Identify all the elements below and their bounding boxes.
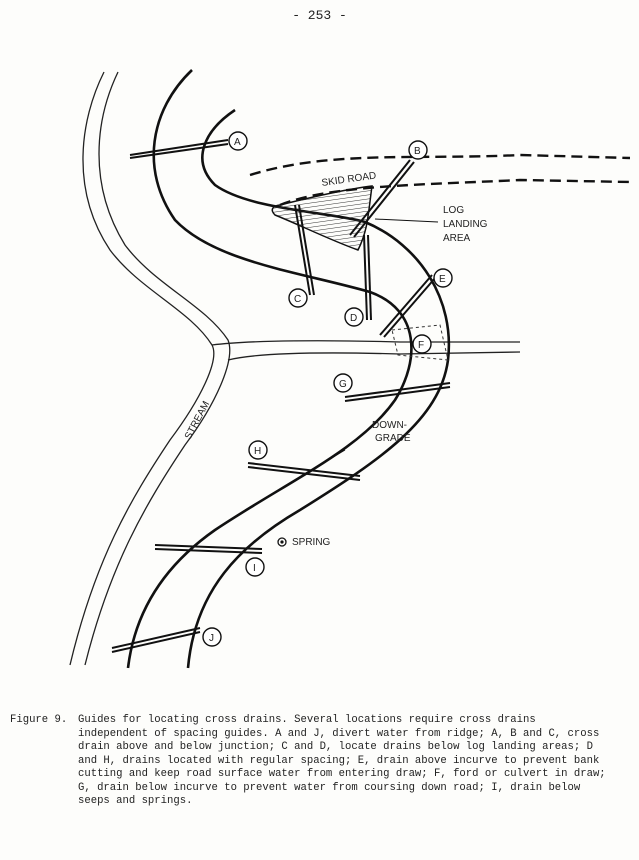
- skid-road: [249, 153, 631, 207]
- log-landing-area: [271, 185, 373, 251]
- figure-number: Figure 9.: [10, 714, 68, 726]
- marker-a: A: [234, 137, 241, 148]
- marker-b: B: [414, 146, 421, 157]
- marker-c: C: [294, 294, 301, 305]
- cross-drains: [111, 139, 451, 653]
- spring-icon: [277, 537, 287, 547]
- ford-area: [391, 324, 449, 361]
- marker-h: H: [254, 446, 261, 457]
- page-number: - 253 -: [292, 8, 347, 23]
- road: [126, 69, 451, 669]
- marker-e: E: [439, 274, 446, 285]
- log-landing-label: AREA: [443, 233, 471, 244]
- figure-caption: Figure 9. Guides for locating cross drai…: [10, 714, 610, 809]
- marker-f: F: [418, 340, 424, 351]
- log-landing-label: LANDING: [443, 219, 488, 230]
- marker-i: I: [253, 563, 256, 574]
- downgrade-arrow: [244, 449, 346, 511]
- arrow: [374, 218, 439, 223]
- marker-g: G: [339, 379, 347, 390]
- cross-drain-diagram: SKID ROAD LOG LANDING AREA STREAM DOWN- …: [69, 69, 631, 669]
- marker-j: J: [209, 633, 214, 644]
- spring-label: SPRING: [292, 537, 331, 548]
- stream-label: STREAM: [183, 399, 212, 441]
- stream: [69, 71, 521, 666]
- spring-icon: [280, 540, 284, 544]
- marker-d: D: [350, 313, 357, 324]
- point-markers: A B C D E F G H I J: [202, 131, 453, 647]
- downgrade-label: GRADE: [375, 433, 411, 444]
- log-landing-label: LOG: [443, 205, 464, 216]
- downgrade-label: DOWN-: [372, 420, 407, 431]
- caption-text: Guides for locating cross drains. Severa…: [78, 714, 606, 807]
